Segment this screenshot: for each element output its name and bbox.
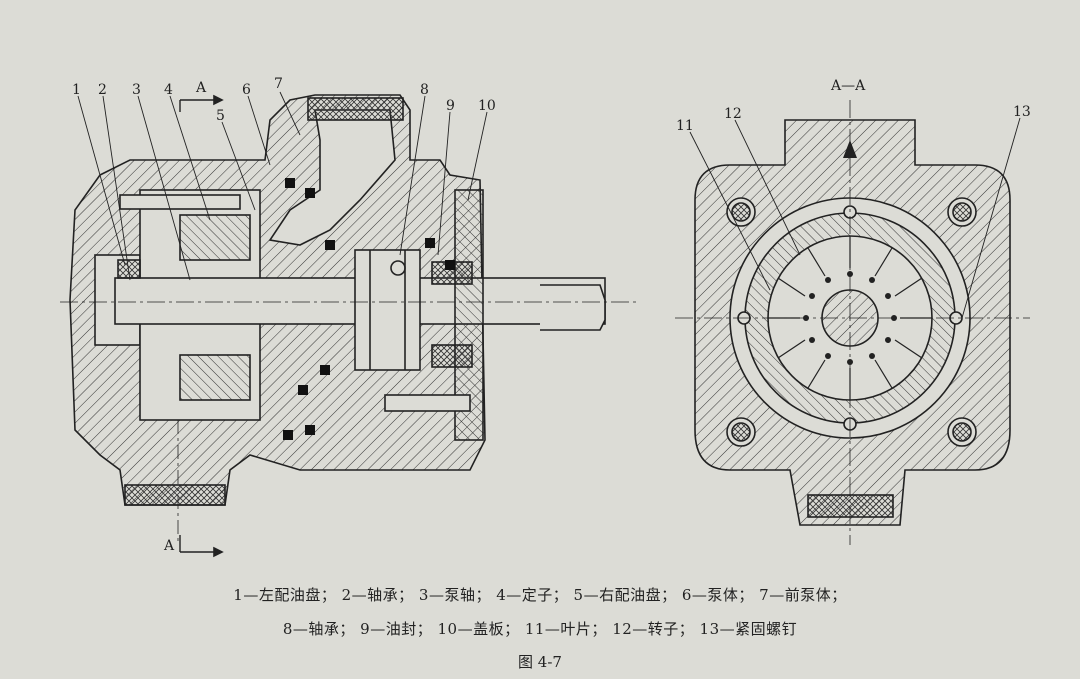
callout-12: 12: [724, 106, 742, 122]
aa-callout-leaders: [689, 117, 1021, 319]
callout-9: 9: [446, 98, 455, 114]
callout-2: 2: [98, 82, 107, 98]
callout-4: 4: [164, 82, 173, 98]
stator-lower: [179, 354, 251, 401]
callout-1: 1: [72, 82, 81, 98]
callout-10: 10: [478, 98, 496, 114]
flow-arrow-icon: [843, 140, 857, 158]
o-ring-seals: [283, 178, 455, 440]
bearing-2: [117, 259, 141, 279]
top-port-seal: [307, 97, 404, 121]
callout-7: 7: [274, 76, 283, 92]
callout-5: 5: [216, 108, 225, 124]
vanes-11: [768, 236, 932, 400]
callout-6: 6: [242, 82, 251, 98]
longitudinal-section: [60, 91, 640, 558]
left-callouts: 1 2 3 4 5 6 7 8 9 10 A A: [72, 76, 496, 554]
bearing-ball-icon: [390, 260, 406, 276]
outlet-channel: [268, 109, 396, 246]
legend-line-1: 1—左配油盘； 2—轴承； 3—泵轴； 4—定子； 5—右配油盘； 6—泵体； …: [233, 586, 847, 604]
callout-13: 13: [1013, 104, 1031, 120]
section-title: A—A: [830, 78, 866, 94]
upper-bolt: [119, 194, 241, 210]
stator-upper: [179, 214, 251, 261]
section-label-bottom: A: [163, 538, 175, 554]
callout-3: 3: [132, 82, 141, 98]
callout-8: 8: [420, 82, 429, 98]
callout-leaders: [77, 91, 488, 281]
legend-line-2: 8—轴承； 9—油封； 10—盖板； 11—叶片； 12—转子； 13—紧固螺钉: [282, 620, 798, 638]
section-label-top: A: [195, 80, 207, 96]
bearing-8: [354, 249, 421, 371]
callout-11: 11: [676, 118, 694, 134]
lower-bolt: [384, 394, 471, 412]
screws-13: [726, 197, 977, 447]
aa-bottom-seal: [807, 494, 894, 518]
shaft-end: [540, 284, 606, 331]
figure-label: 图 4-7: [518, 653, 562, 671]
right-callouts: A—A 11 12 13: [676, 78, 1031, 134]
bottom-port-seal: [124, 484, 226, 506]
cross-section-aa: [675, 100, 1030, 545]
